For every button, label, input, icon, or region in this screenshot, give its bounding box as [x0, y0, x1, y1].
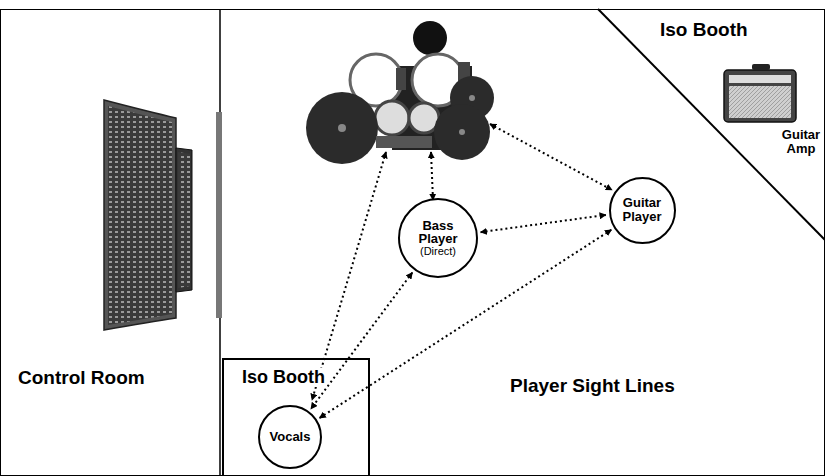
window — [216, 112, 222, 318]
area-label: Player Sight Lines — [510, 376, 675, 396]
player-circle: Vocals — [258, 405, 322, 469]
frame — [1, 10, 825, 476]
drum-kit — [306, 21, 494, 164]
sight-line — [481, 215, 606, 232]
node-note: (Direct) — [420, 246, 456, 258]
node-title: Vocals — [270, 430, 311, 444]
sight-line — [311, 273, 412, 409]
node-title: Guitar Player — [616, 196, 668, 223]
guitar-amp — [724, 64, 796, 122]
node-title: Iso Booth — [240, 368, 327, 387]
mixing-console — [104, 100, 192, 330]
player-circle: Bass Player(Direct) — [398, 198, 478, 278]
player-circle: Guitar Player — [609, 177, 676, 244]
iso-booth-box: Iso BoothVocals — [222, 358, 370, 476]
area-label: Guitar Amp — [781, 128, 821, 155]
area-label: Iso Booth — [660, 20, 748, 40]
area-label: Control Room — [18, 368, 145, 388]
node-title: Bass Player — [408, 219, 468, 246]
booth-wall — [598, 9, 825, 240]
